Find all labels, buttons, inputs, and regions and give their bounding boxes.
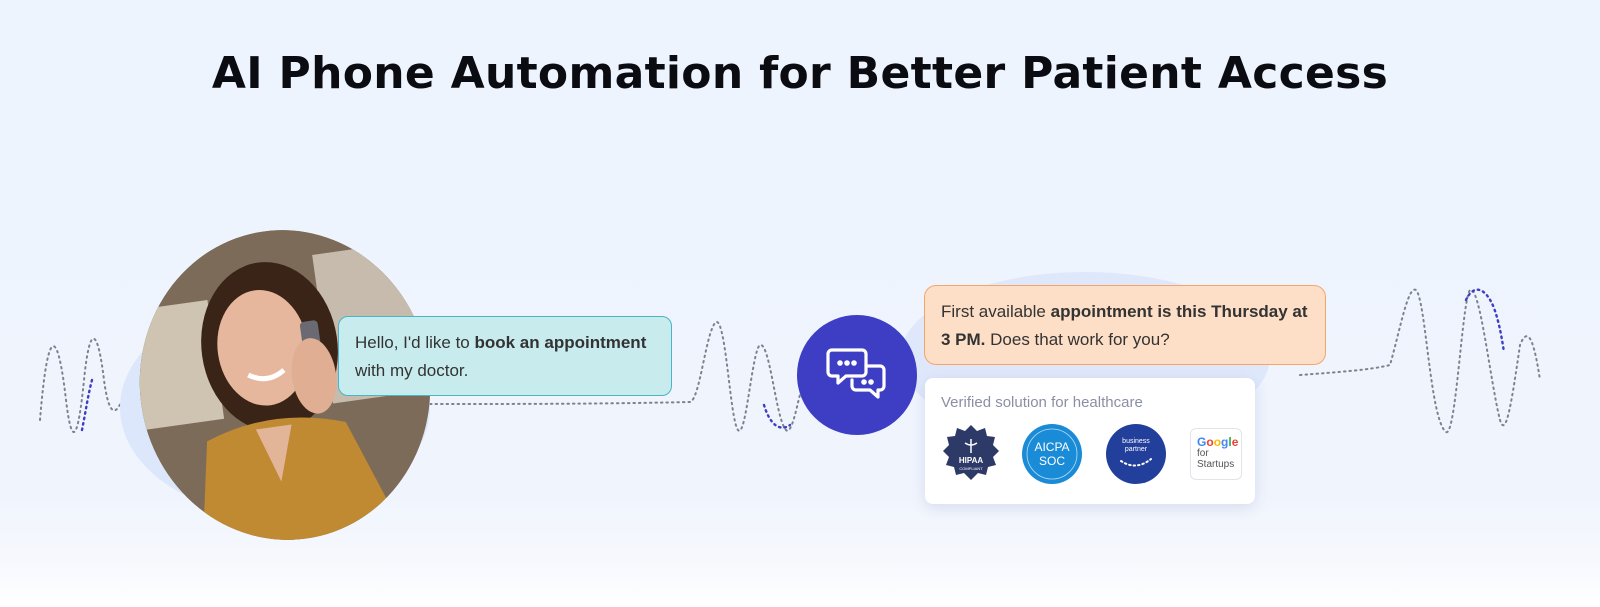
verified-solution-card: Verified solution for healthcare HIPAA C… bbox=[925, 378, 1255, 504]
aicpa-soc-badge: AICPA SOC bbox=[1022, 424, 1082, 484]
hipaa-label: HIPAA bbox=[959, 456, 984, 465]
hipaa-badge: HIPAA COMPLIANT bbox=[943, 425, 999, 480]
caller-message-text: Hello, I'd like to bbox=[355, 333, 475, 352]
aicpa-sublabel: SOC bbox=[1039, 454, 1065, 468]
google-wordmark: Google bbox=[1197, 435, 1239, 449]
google-line-for: for bbox=[1197, 448, 1209, 459]
ai-response-bold: appointment is this Thursday at 3 PM. bbox=[941, 302, 1308, 349]
verified-title: Verified solution for healthcare bbox=[941, 394, 1143, 411]
google-line-startups: Startups bbox=[1197, 459, 1235, 470]
page-title: AI Phone Automation for Better Patient A… bbox=[211, 48, 1389, 99]
hipaa-sublabel: COMPLIANT bbox=[959, 466, 983, 471]
ai-response-bubble: First available appointment is this Thur… bbox=[924, 285, 1326, 365]
partner-label: partner bbox=[1125, 446, 1148, 453]
aicpa-label: AICPA bbox=[1034, 440, 1069, 454]
caller-message-suffix: with my doctor. bbox=[355, 361, 469, 380]
caller-message-bold: book an appointment bbox=[474, 333, 647, 352]
business-label: business bbox=[1122, 438, 1150, 445]
business-partner-badge: business partner bbox=[1106, 424, 1166, 484]
caller-message-bubble: Hello, I'd like to book an appointment w… bbox=[338, 316, 672, 396]
chat-bubbles-icon bbox=[797, 315, 917, 435]
google-for-startups-badge: Google for Startups bbox=[1190, 428, 1242, 480]
ai-response-suffix: Does that work for you? bbox=[985, 330, 1170, 349]
ai-response-text: First available bbox=[941, 302, 1051, 321]
